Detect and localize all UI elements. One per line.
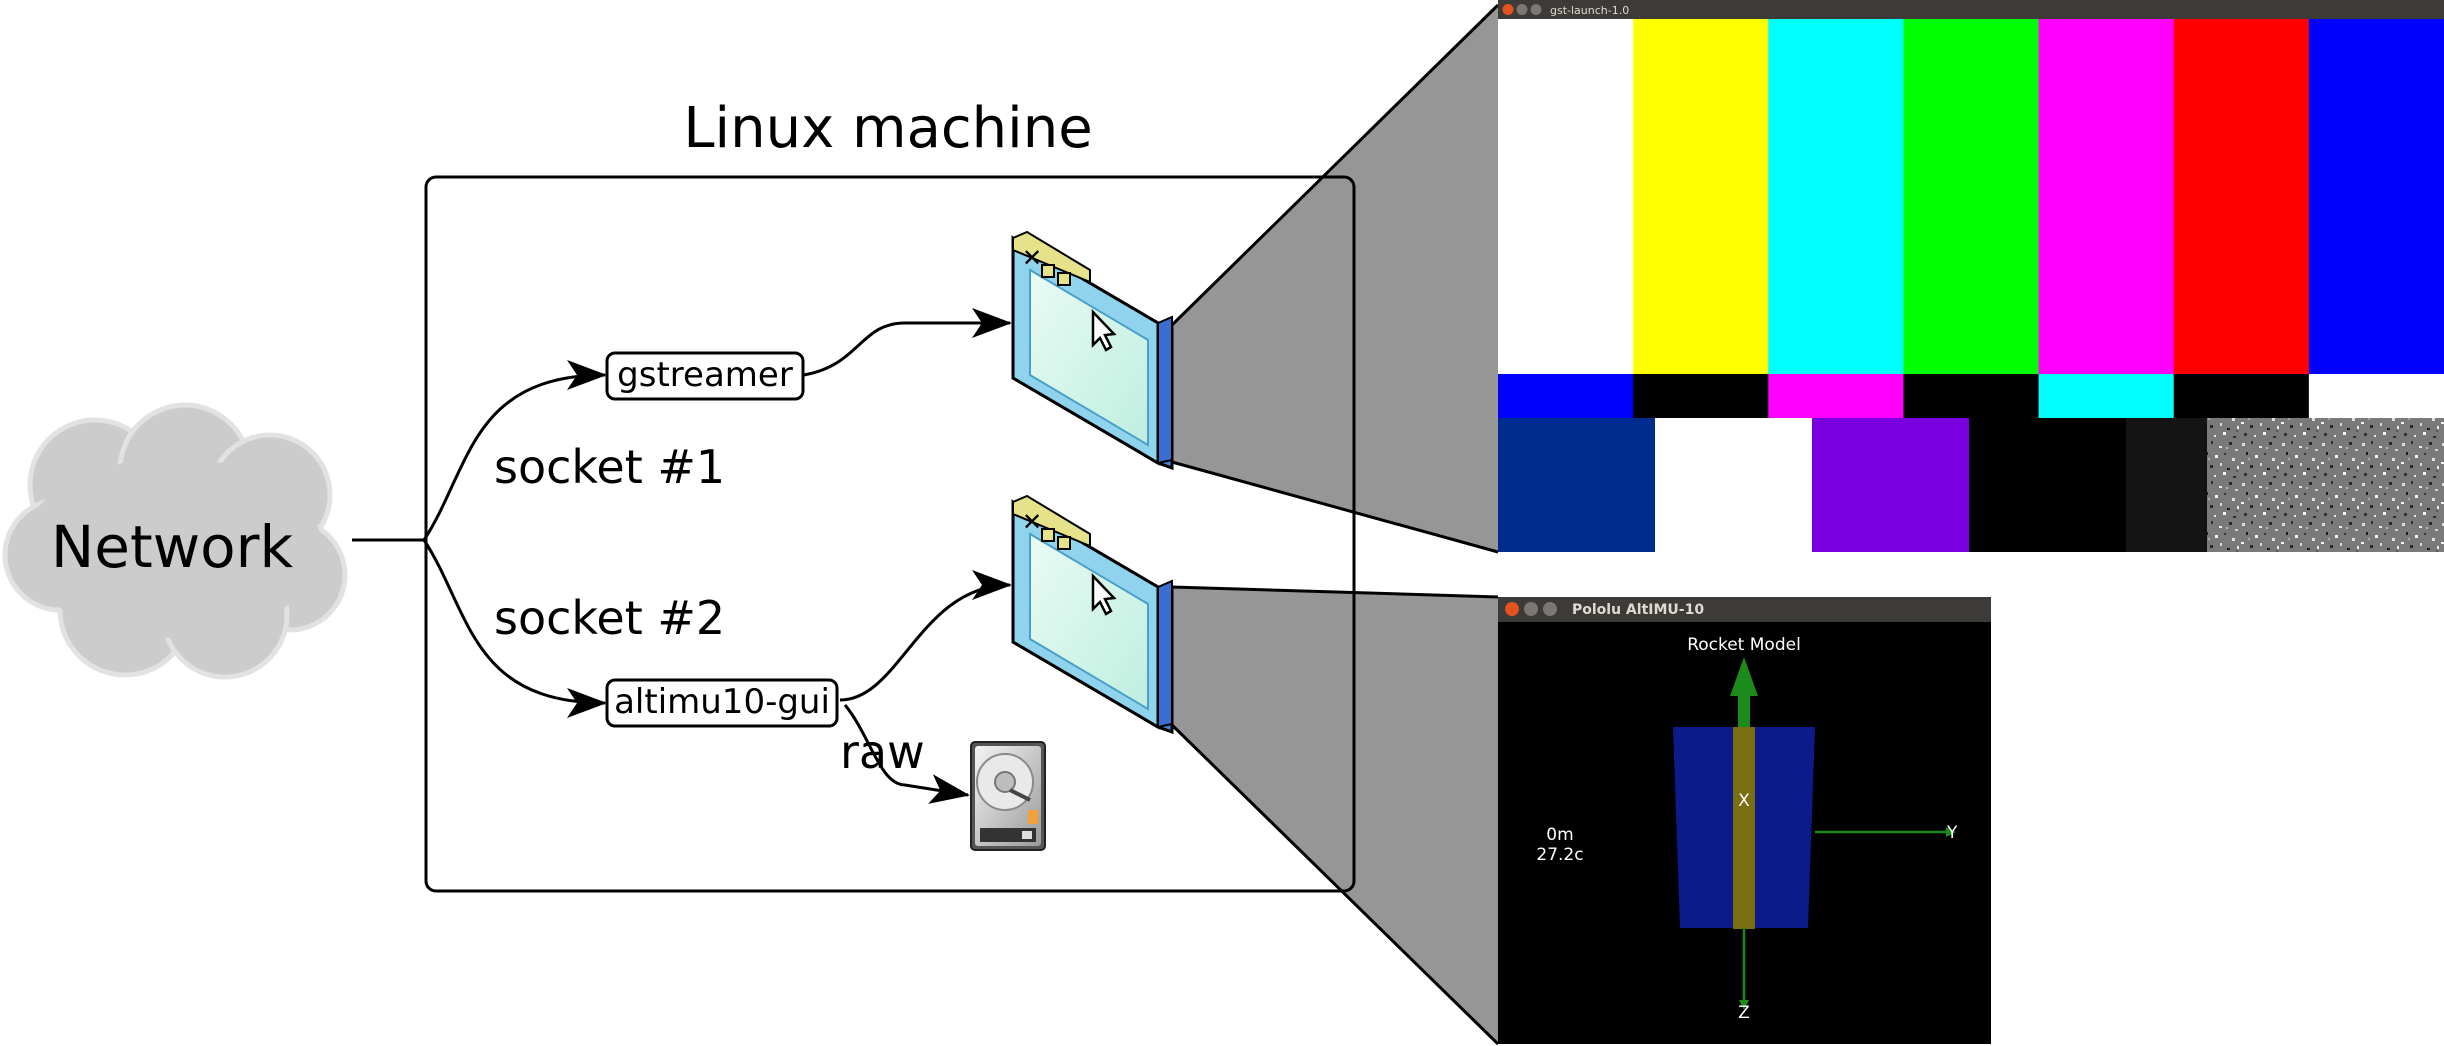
bottom-color-bar-3 bbox=[1969, 418, 2127, 552]
bottom-color-bar-0 bbox=[1498, 418, 1656, 552]
gst-window-title: gst-launch-1.0 bbox=[1550, 4, 1629, 17]
mid-color-bar-6 bbox=[2308, 374, 2444, 418]
socket1-label: socket #1 bbox=[494, 440, 725, 494]
cursor-icon bbox=[1091, 308, 1117, 352]
bottom-color-bar-4 bbox=[2126, 418, 2208, 552]
rocket-core bbox=[1733, 727, 1755, 929]
raw-to-disk-arrow bbox=[843, 704, 970, 804]
network-label: Network bbox=[51, 513, 294, 581]
zoom-shade-gst bbox=[1172, 5, 1498, 552]
mid-color-bar-5 bbox=[2173, 374, 2310, 418]
top-color-bar-1 bbox=[1633, 19, 1769, 374]
gstreamer-box bbox=[605, 351, 805, 401]
rocket-model-title: Rocket Model bbox=[1687, 635, 1801, 655]
noise-bar bbox=[2207, 418, 2444, 552]
axis-z-label: Z bbox=[1738, 1003, 1750, 1023]
window-icon-gstreamer: ✕ bbox=[1011, 230, 1174, 471]
bottom-color-bar-1 bbox=[1655, 418, 1813, 552]
window-icon-altimu: ✕ bbox=[1011, 494, 1174, 735]
linux-machine-title: Linux machine bbox=[683, 96, 1092, 161]
x-axis-arrow bbox=[1730, 657, 1758, 696]
altitude-readout: 0m bbox=[1546, 825, 1573, 845]
network-cloud bbox=[2, 402, 348, 680]
close-button[interactable] bbox=[1502, 4, 1514, 15]
top-color-bar-0 bbox=[1498, 19, 1634, 374]
mid-color-bar-4 bbox=[2038, 374, 2175, 418]
hard-disk-icon bbox=[970, 741, 1046, 851]
socket2-label: socket #2 bbox=[494, 591, 725, 645]
altimu-title-bar bbox=[1498, 597, 1991, 622]
mid-color-bar-3 bbox=[1903, 374, 2040, 418]
linux-machine-box bbox=[424, 175, 1356, 893]
altimu-label: altimu10-gui bbox=[614, 682, 830, 722]
top-color-bar-4 bbox=[2038, 19, 2175, 374]
close-icon: ✕ bbox=[1022, 508, 1042, 536]
top-color-bar-5 bbox=[2173, 19, 2310, 374]
mid-color-bar-2 bbox=[1768, 374, 1904, 418]
top-color-bar-3 bbox=[1903, 19, 2040, 374]
raw-label: raw bbox=[840, 725, 925, 779]
top-color-bar-2 bbox=[1768, 19, 1904, 374]
gst-title-bar bbox=[1498, 0, 2444, 19]
top-color-bar-6 bbox=[2308, 19, 2444, 374]
altimu-to-window-arrow bbox=[839, 570, 1012, 702]
close-icon: ✕ bbox=[1022, 244, 1042, 272]
bottom-color-bar-2 bbox=[1812, 418, 1970, 552]
socket2-arrow bbox=[422, 539, 607, 718]
altimu-window-title: Pololu AltIMU-10 bbox=[1572, 602, 1704, 618]
cursor-icon bbox=[1091, 572, 1117, 616]
gstreamer-to-window-arrow bbox=[803, 308, 1012, 377]
temperature-readout: 27.2c bbox=[1536, 845, 1583, 865]
maximize-button[interactable] bbox=[1530, 4, 1542, 15]
mid-color-bar-1 bbox=[1633, 374, 1769, 418]
maximize-button[interactable] bbox=[1543, 602, 1557, 616]
socket1-arrow bbox=[422, 360, 607, 541]
close-button[interactable] bbox=[1505, 602, 1519, 616]
mid-color-bar-0 bbox=[1498, 374, 1634, 418]
minimize-button[interactable] bbox=[1524, 602, 1538, 616]
gstreamer-label: gstreamer bbox=[617, 355, 793, 395]
color-bars bbox=[1498, 19, 2444, 552]
axis-x-label: X bbox=[1738, 791, 1750, 811]
minimize-button[interactable] bbox=[1516, 4, 1528, 15]
zoom-shade-altimu bbox=[1172, 587, 1498, 1044]
altimu-window: Pololu AltIMU-10 Rocket Model X Y Z 0m 2… bbox=[1498, 597, 1991, 1044]
gst-launch-window: gst-launch-1.0 bbox=[1498, 0, 2444, 552]
altimu-box bbox=[605, 678, 839, 728]
axis-y-label: Y bbox=[1946, 823, 1958, 843]
